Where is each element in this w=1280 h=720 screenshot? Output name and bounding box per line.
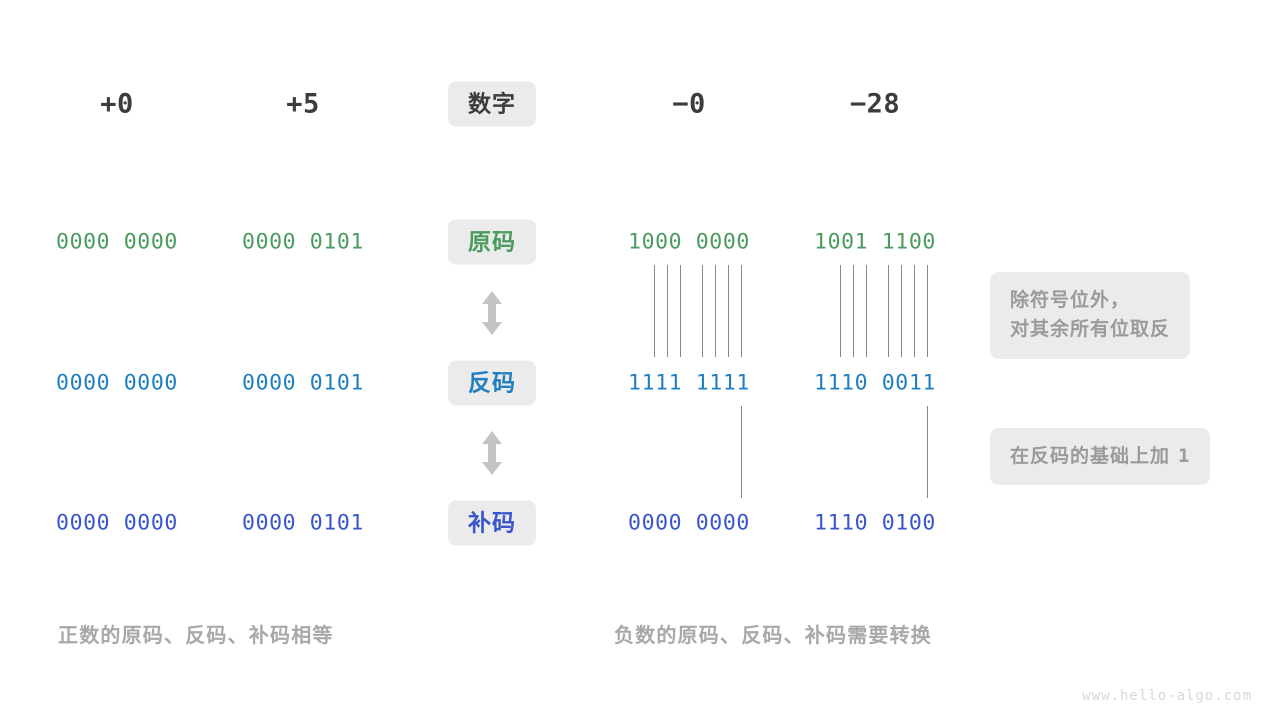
double-arrow-icon-ones-to-twos — [479, 429, 505, 477]
bits-twos-complement-minus-twentyeight: 1110 0100 — [814, 510, 936, 536]
bits-sign-magnitude-plus-zero: 0000 0000 — [56, 229, 178, 255]
bits-ones-complement-minus-zero: 1111 1111 — [628, 370, 750, 396]
double-arrow-icon-sign-to-ones — [479, 289, 505, 337]
connector-lines-minus-twentyeight-add-one — [805, 406, 945, 498]
bits-twos-complement-plus-zero: 0000 0000 — [56, 510, 178, 536]
note-add-one-value: 1 — [1178, 445, 1191, 467]
row-label-sign-magnitude: 原码 — [448, 219, 536, 265]
bits-ones-complement-minus-twentyeight: 1110 0011 — [814, 370, 936, 396]
note-invert-all-but-sign-bit: 除符号位外， 对其余所有位取反 — [990, 272, 1191, 359]
connector-lines-minus-twentyeight-invert — [805, 265, 945, 357]
note-add-one: 在反码的基础上加 1 — [990, 428, 1211, 486]
row-label-ones-complement: 反码 — [448, 360, 536, 406]
site-watermark: www.hello-algo.com — [1082, 688, 1252, 704]
bits-ones-complement-plus-five: 0000 0101 — [242, 370, 364, 396]
note-invert-line-1: 除符号位外， — [1010, 290, 1131, 311]
caption-positive-numbers: 正数的原码、反码、补码相等 — [58, 625, 334, 647]
note-add-one-text: 在反码的基础上加 — [1010, 446, 1171, 467]
header-value-plus-zero: +0 — [100, 88, 134, 120]
row-label-twos-complement: 补码 — [448, 500, 536, 546]
connector-lines-minus-zero-add-one — [619, 406, 759, 498]
note-invert-line-2: 对其余所有位取反 — [1010, 319, 1171, 341]
header-value-minus-twentyeight: −28 — [849, 88, 901, 120]
caption-negative-numbers: 负数的原码、反码、补码需要转换 — [614, 625, 932, 647]
bits-ones-complement-plus-zero: 0000 0000 — [56, 370, 178, 396]
bits-twos-complement-plus-five: 0000 0101 — [242, 510, 364, 536]
bits-sign-magnitude-minus-zero: 1000 0000 — [628, 229, 750, 255]
header-value-plus-five: +5 — [286, 88, 320, 120]
bits-sign-magnitude-minus-twentyeight: 1001 1100 — [814, 229, 936, 255]
connector-lines-minus-zero-invert — [619, 265, 759, 357]
bits-twos-complement-minus-zero: 0000 0000 — [628, 510, 750, 536]
row-label-number: 数字 — [448, 81, 536, 127]
header-value-minus-zero: −0 — [672, 88, 706, 120]
bits-sign-magnitude-plus-five: 0000 0101 — [242, 229, 364, 255]
